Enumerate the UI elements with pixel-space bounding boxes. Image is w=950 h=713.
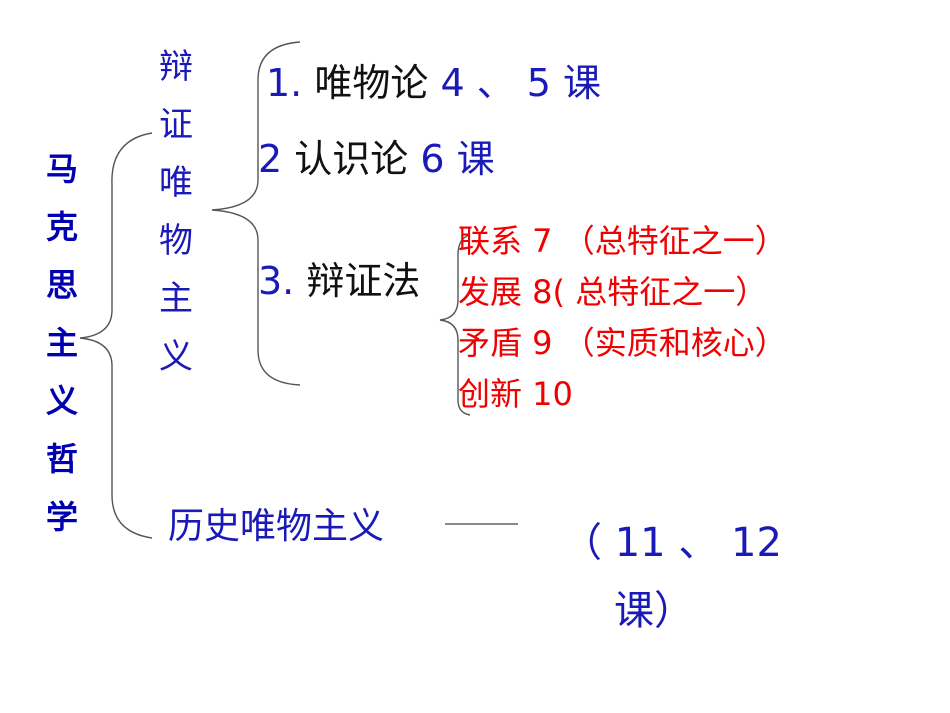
dm-brace [211, 41, 301, 386]
subitem-connection: 联系 7 （总特征之一） [458, 222, 787, 260]
dm-char: 证 [159, 105, 193, 145]
root-char: 主 [45, 324, 78, 362]
item-lessons: 4 、 5 课 [440, 61, 602, 105]
historical-materialism-lessons-cont: 课） [614, 588, 694, 634]
root-char: 哲 [45, 440, 78, 478]
dm-char: 唯 [159, 163, 193, 203]
root-char: 思 [45, 266, 78, 304]
subitem-innovation: 创新 10 [458, 375, 573, 413]
item-text: 唯物论 [314, 61, 429, 105]
historical-materialism-lessons: （ 11 、 12 [562, 520, 782, 566]
root-title-marxist-philosophy: 马 克 思 主 义 哲 学 [38, 140, 86, 546]
dm-item-dialectics: 3. 辩证法 [258, 250, 420, 305]
root-char: 义 [45, 382, 78, 420]
item-lessons: 6 课 [420, 137, 495, 181]
dialectics-brace [439, 234, 471, 416]
dm-char: 义 [159, 337, 193, 377]
dialectics-subitems: 联系 7 （总特征之一） 发展 8( 总特征之一） 矛盾 9 （实质和核心） 创… [458, 216, 787, 420]
root-char: 马 [45, 150, 78, 188]
dm-char: 物 [159, 221, 193, 261]
subitem-development: 发展 8( 总特征之一） [458, 273, 768, 311]
main-brace [79, 132, 153, 539]
dm-char: 主 [159, 279, 193, 319]
historical-materialism-label: 历史唯物主义 [168, 506, 385, 547]
item-number: 1. [266, 61, 303, 105]
dialectical-materialism-title: 辩 证 唯 物 主 义 [150, 38, 202, 386]
item-text: 认识论 [294, 137, 409, 181]
dm-item-epistemology: 2 认识论 6 课 [258, 128, 495, 183]
item-number: 2 [258, 137, 283, 181]
root-char: 克 [45, 208, 78, 246]
root-char: 学 [45, 498, 78, 536]
dm-char: 辩 [159, 47, 193, 87]
item-text: 辩证法 [306, 259, 421, 303]
dm-item-ontology: 1. 唯物论 4 、 5 课 [266, 52, 601, 107]
item-number: 3. [258, 259, 295, 303]
subitem-contradiction: 矛盾 9 （实质和核心） [458, 324, 787, 362]
